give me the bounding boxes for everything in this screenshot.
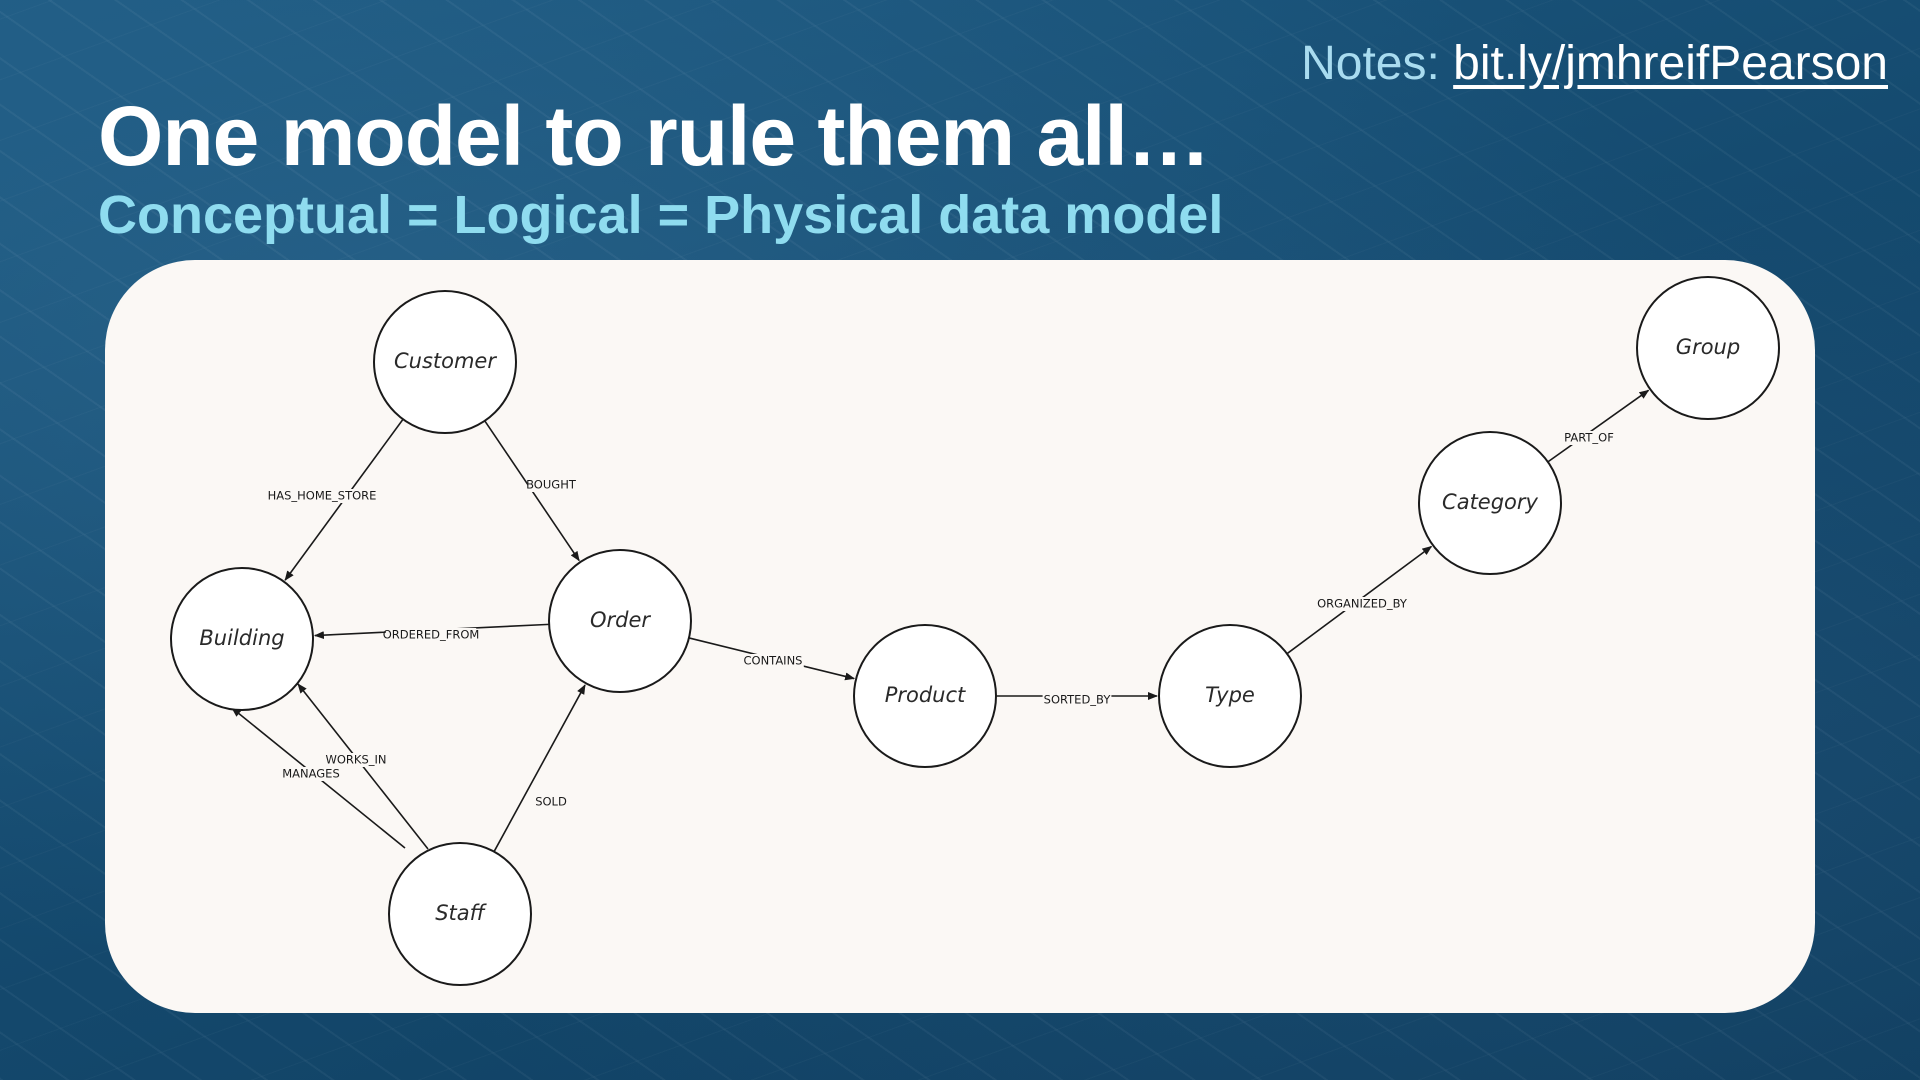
node-product: Product: [853, 624, 997, 768]
node-label-order: Order: [590, 608, 651, 632]
node-circle-building: [170, 567, 314, 711]
slide-title: One model to rule them all…: [98, 89, 1211, 183]
edge-label-works-in: WORKS_IN: [326, 753, 387, 767]
node-group: Group: [1636, 276, 1780, 420]
node-circle-group: [1636, 276, 1780, 420]
edge-label-bg: [385, 628, 477, 642]
edge-label-ordered-from: ORDERED_FROM: [383, 628, 480, 642]
edge-label-bg: [325, 753, 387, 767]
node-category: Category: [1418, 431, 1562, 575]
edge-label-bg: [1042, 693, 1112, 707]
node-label-category: Category: [1442, 490, 1538, 514]
node-label-building: Building: [199, 626, 284, 650]
node-circle-category: [1418, 431, 1562, 575]
edge-label-bg: [1561, 431, 1617, 445]
node-label-staff: Staff: [435, 901, 487, 925]
node-circle-order: [548, 549, 692, 693]
node-circle-customer: [373, 290, 517, 434]
node-order: Order: [548, 549, 692, 693]
edge-label-organized-by: ORGANIZED_BY: [1317, 597, 1408, 611]
node-building: Building: [170, 567, 314, 711]
node-staff: Staff: [388, 842, 532, 986]
edge-label-manages: MANAGES: [282, 767, 340, 781]
edge-label-part-of: PART_OF: [1564, 431, 1614, 445]
node-circle-type: [1158, 624, 1302, 768]
diagram-panel: HAS_HOME_STORE BOUGHT ORDERED_FROM WORKS_IN…: [105, 260, 1815, 1013]
node-label-product: Product: [885, 683, 966, 707]
slide-subtitle: Conceptual = Logical = Physical data mod…: [98, 185, 1224, 245]
notes-link-line: Notes: bit.ly/jmhreifPearson: [1301, 36, 1888, 91]
node-label-customer: Customer: [394, 349, 497, 373]
edge-label-bg: [269, 489, 375, 503]
notes-link[interactable]: bit.ly/jmhreifPearson: [1453, 37, 1888, 90]
edge-label-contains: CONTAINS: [744, 654, 803, 668]
notes-prefix: Notes:: [1301, 37, 1440, 90]
edge-label-bg: [1316, 597, 1408, 611]
edge-label-bg: [283, 767, 339, 781]
edge-label-bg: [742, 654, 804, 668]
edge-sold: [493, 684, 586, 853]
edge-label-bg: [534, 795, 568, 809]
node-circle-staff: [388, 842, 532, 986]
edge-label-sold: SOLD: [535, 795, 567, 809]
edge-part-of: [1547, 389, 1650, 463]
node-label-group: Group: [1676, 335, 1740, 359]
node-customer: Customer: [373, 290, 517, 434]
edge-label-sorted-by: SORTED_BY: [1044, 693, 1112, 707]
node-circle-product: [853, 624, 997, 768]
edge-label-bg: [527, 478, 575, 492]
edge-label-has-home-store: HAS_HOME_STORE: [268, 489, 377, 503]
graph-diagram: HAS_HOME_STORE BOUGHT ORDERED_FROM WORKS_IN…: [170, 276, 1780, 986]
node-label-type: Type: [1205, 683, 1255, 707]
node-type: Type: [1158, 624, 1302, 768]
edge-label-bought: BOUGHT: [526, 478, 577, 492]
